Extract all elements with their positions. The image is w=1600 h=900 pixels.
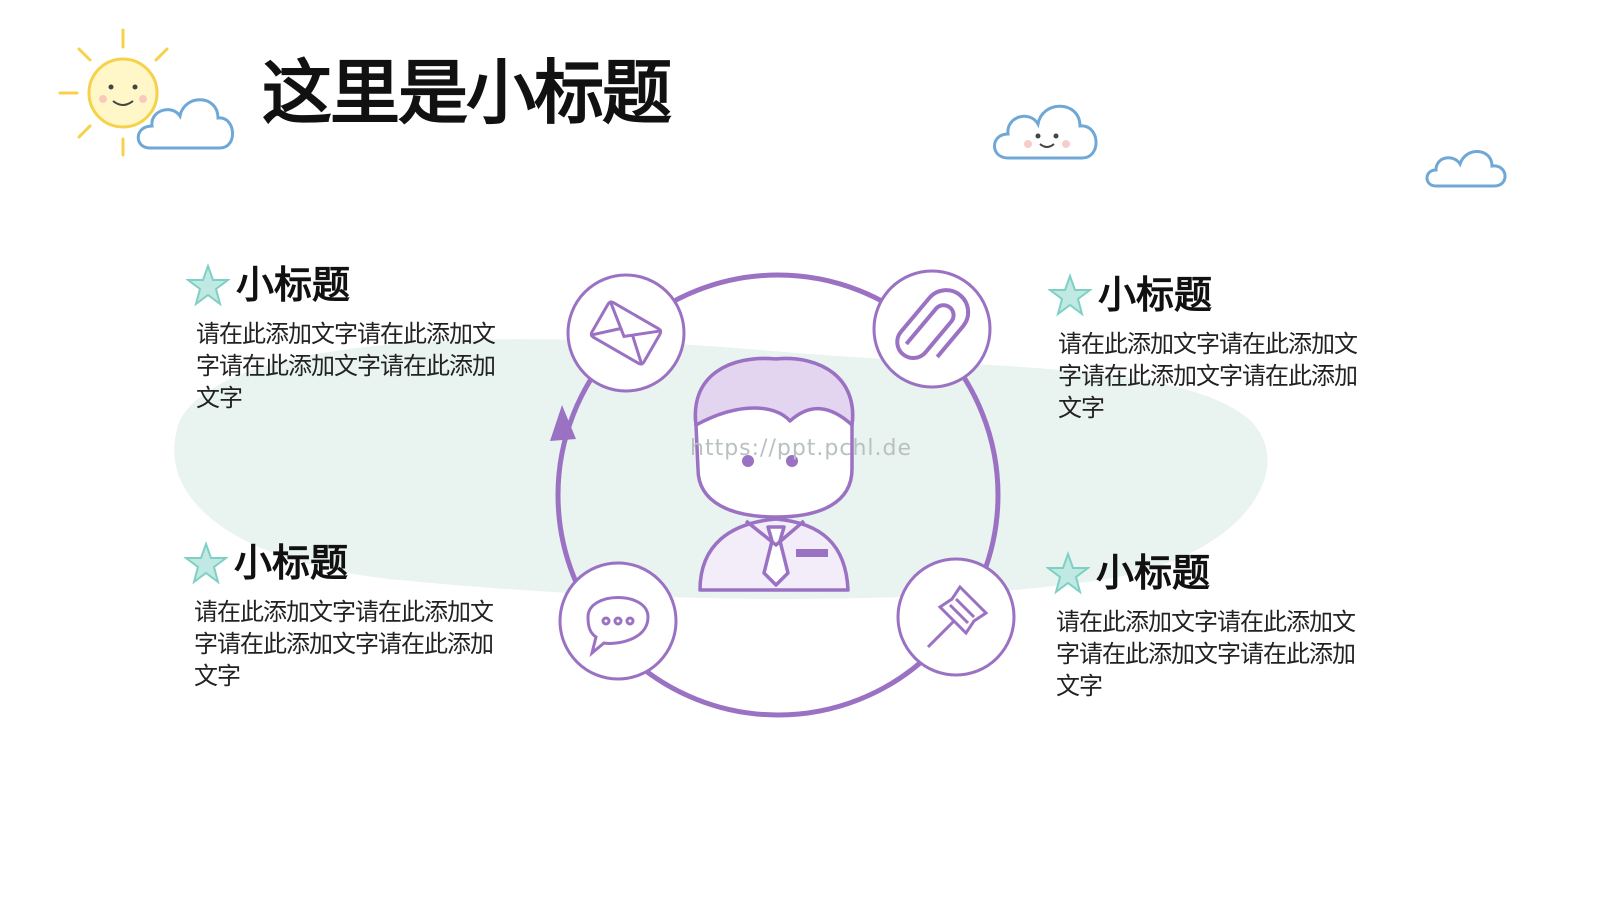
- block-title: 小标题: [1096, 551, 1211, 595]
- text-block-top-left: 小标题 请在此添加文字请在此添加文字请在此添加文字请在此添加文字: [186, 260, 496, 414]
- node-envelope: [566, 273, 686, 393]
- text-block-bottom-right: 小标题 请在此添加文字请在此添加文字请在此添加文字请在此添加文字: [1046, 548, 1356, 702]
- watermark-text: https://ppt.pchl.de: [690, 436, 913, 461]
- block-text: 请在此添加文字请在此添加文字请在此添加文字请在此添加文字: [1058, 330, 1358, 422]
- cloud-icon: [1425, 150, 1507, 188]
- star-icon: [186, 263, 230, 307]
- pushpin-icon: [926, 584, 989, 649]
- star-icon: [184, 541, 228, 585]
- text-block-bottom-left: 小标题 请在此添加文字请在此添加文字请在此添加文字请在此添加文字: [184, 538, 494, 692]
- block-title: 小标题: [1098, 273, 1213, 317]
- cycle-ring: [555, 272, 1001, 718]
- sun-icon: [58, 28, 169, 157]
- block-title: 小标题: [236, 263, 351, 307]
- block-text: 请在此添加文字请在此添加文字请在此添加文字请在此添加文字: [194, 598, 494, 690]
- page-title: 这里是小标题: [262, 52, 672, 134]
- cycle-arrow: [550, 405, 576, 441]
- text-block-top-right: 小标题 请在此添加文字请在此添加文字请在此添加文字请在此添加文字: [1048, 270, 1358, 424]
- node-pushpin: [896, 557, 1016, 677]
- paperclip-icon: [895, 288, 971, 360]
- envelope-icon: [589, 300, 663, 366]
- block-title: 小标题: [234, 541, 349, 585]
- cloud-icon: [136, 98, 234, 150]
- star-icon: [1046, 551, 1090, 595]
- node-speech-bubble: [558, 561, 678, 681]
- cycle-diagram: [550, 269, 1016, 718]
- block-text: 请在此添加文字请在此添加文字请在此添加文字请在此添加文字: [1056, 608, 1356, 700]
- block-text: 请在此添加文字请在此添加文字请在此添加文字请在此添加文字: [196, 320, 496, 412]
- star-icon: [1048, 273, 1092, 317]
- speech-bubble-icon: [586, 596, 650, 658]
- smiling-cloud-icon: [993, 104, 1098, 160]
- person-icon: [693, 356, 855, 592]
- node-paperclip: [872, 269, 992, 389]
